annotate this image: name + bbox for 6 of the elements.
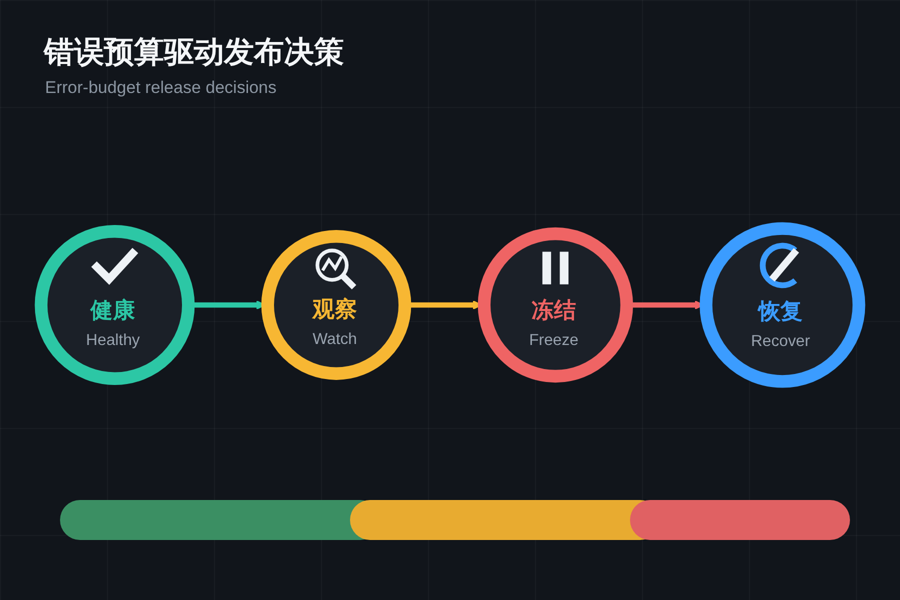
diagram-title: 错误预算驱动发布决策	[44, 35, 344, 71]
node-circle: 健康 Healthy	[34, 225, 195, 385]
node-circle: 观察 Watch	[261, 230, 412, 380]
node-circle: 冻结 Freeze	[478, 227, 634, 383]
subtitle: Error-budget release decisions	[45, 78, 277, 98]
node-circle: 恢复 Recover	[700, 222, 866, 388]
